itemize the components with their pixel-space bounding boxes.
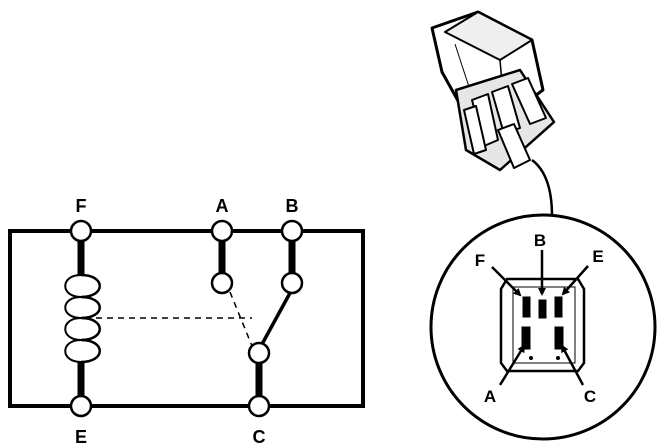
contact-a-open-path xyxy=(229,291,253,347)
contact-a xyxy=(210,271,234,295)
terminal-b xyxy=(280,219,304,243)
pin-a xyxy=(521,326,531,350)
relay-pin xyxy=(463,105,487,155)
wiring-frame xyxy=(8,229,365,408)
terminal-c xyxy=(247,394,271,418)
pin-label-b: B xyxy=(534,231,546,250)
terminal-f xyxy=(69,219,93,243)
label-b: B xyxy=(286,196,299,216)
pin-label-e: E xyxy=(592,247,603,266)
pin-label-f: F xyxy=(475,251,485,270)
label-a: A xyxy=(216,196,229,216)
pin-label-a: A xyxy=(484,387,496,406)
pin-callout-arrows xyxy=(491,250,589,386)
relay-body-edge xyxy=(454,43,471,91)
arrow-f xyxy=(491,266,522,297)
detail-leader-line xyxy=(531,159,554,217)
contact-c-pivot xyxy=(247,341,271,365)
contact-b xyxy=(280,271,304,295)
relay-schematic xyxy=(8,229,365,408)
relay-pin xyxy=(491,85,521,135)
pin-c xyxy=(554,326,564,350)
label-c: C xyxy=(253,427,266,447)
terminal-e xyxy=(69,394,93,418)
terminal-circles xyxy=(69,219,304,418)
arrow-c xyxy=(560,344,585,386)
connector-inner-wall xyxy=(512,286,576,364)
relay-pin xyxy=(497,123,531,169)
relay-illustration xyxy=(430,10,556,217)
pin-f xyxy=(522,296,531,318)
pin-e xyxy=(554,296,563,318)
coil-winding-back xyxy=(64,274,82,363)
arrow-a xyxy=(498,344,526,386)
relay-pin xyxy=(511,77,547,125)
arrow-e xyxy=(561,265,589,296)
pin-label-c: C xyxy=(584,387,596,406)
housing-mark xyxy=(556,356,560,360)
label-e: E xyxy=(75,427,87,447)
switch-arm xyxy=(259,292,292,347)
terminal-a xyxy=(210,219,234,243)
housing-mark xyxy=(529,356,533,360)
pin-b xyxy=(538,299,547,319)
label-f: F xyxy=(76,196,87,216)
